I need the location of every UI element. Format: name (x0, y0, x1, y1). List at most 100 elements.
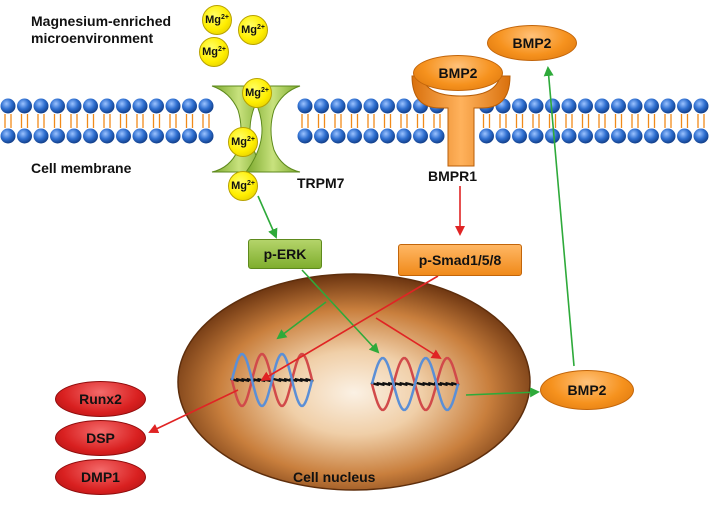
lipid-head-inner (347, 128, 362, 144)
lipid-head-outer (644, 98, 659, 114)
lipid-head-inner (297, 128, 313, 144)
bmpr1-label: BMPR1 (428, 168, 478, 184)
arrow-psmad-to-dna-left (260, 275, 439, 382)
lipid-head-inner (132, 128, 148, 144)
lipid-head-outer (594, 98, 610, 114)
lipid-head-inner (116, 128, 131, 144)
lipid-head-outer (677, 98, 692, 114)
cell-membrane-label: Cell membrane (31, 160, 132, 176)
environment-title: Magnesium-enriched microenvironment (31, 13, 171, 47)
lipid-head-inner (380, 128, 395, 144)
lipid-head-inner (149, 128, 164, 144)
bmp2-bound-ligand: BMP2 (413, 55, 503, 91)
runx2-marker: Runx2 (55, 381, 146, 417)
p-smad-box: p-Smad1/5/8 (398, 244, 522, 276)
base-pair (439, 381, 448, 387)
base-pair (273, 377, 282, 383)
lipid-head-inner (33, 128, 49, 144)
arrow-mg-to-perk (257, 195, 278, 239)
lipid-head-inner (627, 128, 643, 144)
arrow-perk-to-dna-right (301, 269, 380, 354)
arrows (148, 66, 575, 434)
base-pair (422, 381, 431, 387)
lipid-head-inner (99, 128, 115, 144)
cell-nucleus (177, 273, 531, 491)
lipid-head-inner (83, 128, 98, 144)
lipid-head-outer (165, 98, 181, 114)
base-pair (416, 381, 426, 387)
lipid-head-outer (363, 98, 379, 114)
dmp1-marker: DMP1 (55, 459, 146, 495)
lipid-head-inner (644, 128, 659, 144)
environment-title-line2: microenvironment (31, 30, 154, 46)
lipid-head-outer (0, 98, 16, 114)
lipid-head-inner (545, 128, 560, 144)
base-pair (235, 377, 245, 383)
lipid-head-inner (314, 128, 329, 144)
lipid-head-inner (363, 128, 379, 144)
lipid-head-inner (165, 128, 181, 144)
lipid-head-inner (677, 128, 692, 144)
base-pair (241, 377, 250, 383)
lipid-head-inner (660, 128, 676, 144)
lipid-head-inner (479, 128, 494, 144)
bmpr1-receptor (411, 75, 511, 167)
lipid-head-outer (149, 98, 164, 114)
lipid-head-inner (413, 128, 428, 144)
dna-helix-right (370, 356, 460, 412)
mg-ion-intracellular: Mg2+ (228, 171, 258, 201)
lipid-head-outer (380, 98, 395, 114)
lipid-head-inner (528, 128, 544, 144)
lipid-head-inner (50, 128, 65, 144)
environment-title-line1: Magnesium-enriched (31, 13, 172, 29)
lipid-head-outer (116, 98, 131, 114)
p-erk-box: p-ERK (248, 239, 322, 269)
arrow-dna-to-targets (148, 389, 239, 434)
base-pair (445, 381, 454, 387)
lipid-head-inner (693, 128, 709, 144)
lipid-head-outer (693, 98, 709, 114)
mg-ion-channel-bottom: Mg2+ (228, 127, 258, 157)
lipid-head-inner (561, 128, 577, 144)
lipid-head-inner (198, 128, 214, 144)
lipid-head-outer (512, 98, 527, 114)
dsp-marker: DSP (55, 420, 146, 456)
lipid-head-outer (396, 98, 412, 114)
lipid-head-outer (17, 98, 32, 114)
lipid-head-inner (396, 128, 412, 144)
lipid-head-outer (611, 98, 626, 114)
membrane-phospholipid-heads (0, 98, 709, 144)
lipid-head-inner (66, 128, 82, 144)
lipid-head-outer (347, 98, 362, 114)
lipid-head-inner (182, 128, 197, 144)
base-pair (376, 381, 385, 387)
lipid-head-inner (17, 128, 32, 144)
lipid-head-inner (578, 128, 593, 144)
lipid-head-outer (330, 98, 346, 114)
trpm7-label: TRPM7 (297, 175, 345, 191)
lipid-head-outer (561, 98, 577, 114)
arrow-bmp2-secretion (543, 66, 575, 367)
lipid-head-outer (198, 98, 214, 114)
lipid-head-outer (545, 98, 560, 114)
base-pair (393, 381, 403, 387)
lipid-head-outer (660, 98, 676, 114)
arrow-dna-to-bmp2 (465, 387, 540, 398)
bmp2-expressed: BMP2 (540, 370, 634, 410)
lipid-head-inner (594, 128, 610, 144)
lipid-head-outer (132, 98, 148, 114)
mg-ion-free-2: Mg2+ (238, 15, 268, 45)
dna-strand-blue (230, 352, 314, 408)
lipid-head-inner (512, 128, 527, 144)
lipid-head-inner (611, 128, 626, 144)
lipid-head-outer (182, 98, 197, 114)
lipid-head-outer (50, 98, 65, 114)
mg-ion-channel-top: Mg2+ (242, 78, 272, 108)
lipid-head-inner (429, 128, 445, 144)
base-pair (299, 377, 309, 383)
mg-ion-free-3: Mg2+ (199, 37, 229, 67)
base-pair (399, 381, 408, 387)
lipid-head-outer (83, 98, 98, 114)
